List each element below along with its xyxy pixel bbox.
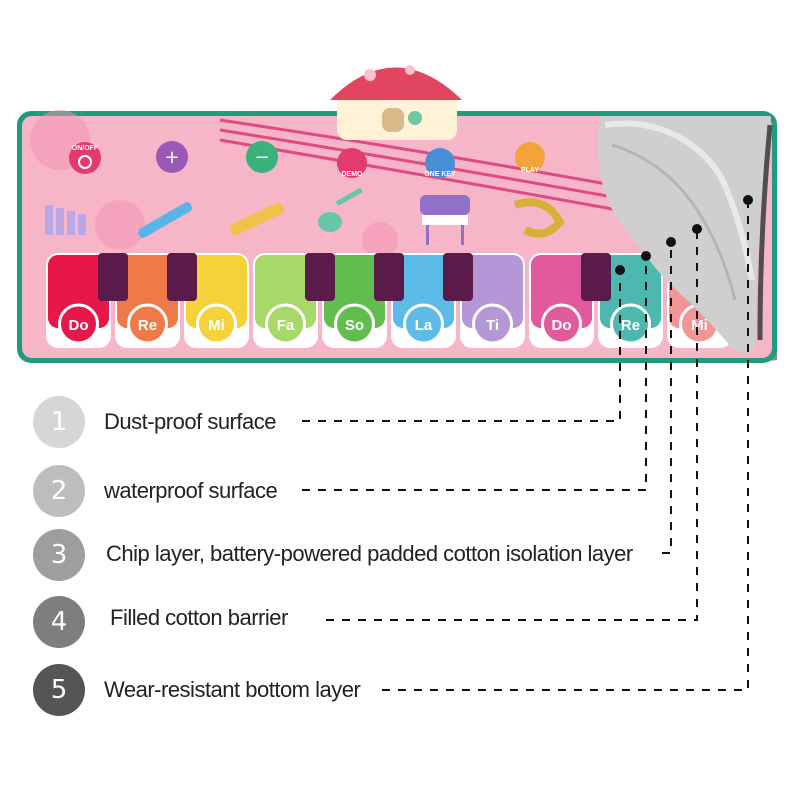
one-key-label: ONE KEY xyxy=(424,171,456,178)
play-button[interactable]: PLAY xyxy=(515,142,545,174)
piano-key-label: Do xyxy=(69,317,89,334)
piano-key-label: Fa xyxy=(277,317,295,334)
black-key-4[interactable] xyxy=(374,253,404,301)
on-off-button[interactable]: ON/OFF xyxy=(69,142,101,174)
piano-key-4[interactable]: Fa xyxy=(253,253,318,348)
layer-label-4: Filled cotton barrier xyxy=(110,605,288,630)
piano-key-label: Mi xyxy=(691,317,708,334)
layer-number-4: 4 xyxy=(33,596,85,648)
black-key-1[interactable] xyxy=(98,253,128,301)
piano-key-5[interactable]: So xyxy=(322,253,387,348)
mushroom-speaker xyxy=(330,65,462,140)
piano-icon xyxy=(420,195,470,245)
guitar-icon xyxy=(318,187,363,232)
piano-key-7[interactable]: Ti xyxy=(460,253,525,348)
piano-key-label: Re xyxy=(138,317,157,334)
plus-icon: + xyxy=(164,147,179,168)
piano-key-6[interactable]: La xyxy=(391,253,456,348)
layer-label-2: waterproof surface xyxy=(104,478,278,503)
demo-button[interactable]: DEMO xyxy=(337,148,367,178)
volume-down-button[interactable]: − xyxy=(246,141,278,173)
layer-label-5: Wear-resistant bottom layer xyxy=(104,677,361,702)
flute-icon xyxy=(137,202,193,238)
piano-key-1[interactable]: Do xyxy=(46,253,111,348)
black-key-6[interactable] xyxy=(581,253,611,301)
piano-key-8[interactable]: Do xyxy=(529,253,594,348)
peeled-corner xyxy=(597,116,771,354)
minus-icon: − xyxy=(254,147,269,168)
piano-key-label: La xyxy=(415,317,433,334)
piano-key-3[interactable]: Mi xyxy=(184,253,249,348)
piano-key-label: Mi xyxy=(208,317,225,334)
layer-number-1: 1 xyxy=(33,396,85,448)
piano-key-2[interactable]: Re xyxy=(115,253,180,348)
black-key-2[interactable] xyxy=(167,253,197,301)
layer-label-3: Chip layer, battery-powered padded cotto… xyxy=(106,541,633,566)
xylophone-icon xyxy=(45,205,86,235)
saxophone-icon xyxy=(513,198,565,238)
piano-key-label: Ti xyxy=(486,317,499,334)
layer-number-2: 2 xyxy=(33,465,85,517)
on-off-label: ON/OFF xyxy=(72,145,99,152)
black-key-5[interactable] xyxy=(443,253,473,301)
layer-label-1: Dust-proof surface xyxy=(104,409,276,434)
piano-key-label: Re xyxy=(621,317,640,334)
piano-key-label: Do xyxy=(552,317,572,334)
volume-up-button[interactable]: + xyxy=(156,141,188,173)
recorder-icon xyxy=(229,202,285,236)
play-label: PLAY xyxy=(521,167,539,174)
music-wave xyxy=(219,118,641,192)
layer-number-5: 5 xyxy=(33,664,85,716)
layer-number-3: 3 xyxy=(33,529,85,581)
one-key-button[interactable]: ONE KEY xyxy=(424,148,456,178)
piano-key-label: So xyxy=(345,317,364,334)
leader-lines xyxy=(302,200,749,691)
demo-label: DEMO xyxy=(342,171,364,178)
black-key-3[interactable] xyxy=(305,253,335,301)
